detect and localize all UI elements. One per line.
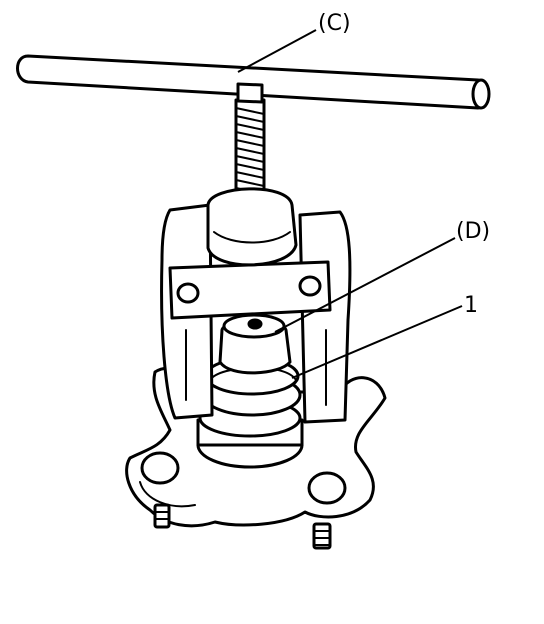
adapter-d [218, 313, 292, 375]
callout-label-d: (D) [456, 219, 490, 244]
leader-line-d [274, 237, 456, 333]
t-handle-c [16, 54, 491, 110]
callout-label-c: (C) [318, 11, 351, 36]
screw-nut-dome [206, 187, 298, 267]
flange-bolt-hole-right [307, 471, 347, 505]
flange-bolt-hole-left [140, 451, 180, 485]
crossbar-bolt-right [298, 275, 322, 297]
leader-line-1 [291, 305, 463, 379]
callout-label-1: 1 [464, 293, 478, 318]
wheel-stud-right [312, 522, 332, 550]
leader-line-c [237, 29, 317, 73]
wheel-stud-left [153, 503, 171, 529]
crossbar-bolt-left [176, 282, 200, 304]
